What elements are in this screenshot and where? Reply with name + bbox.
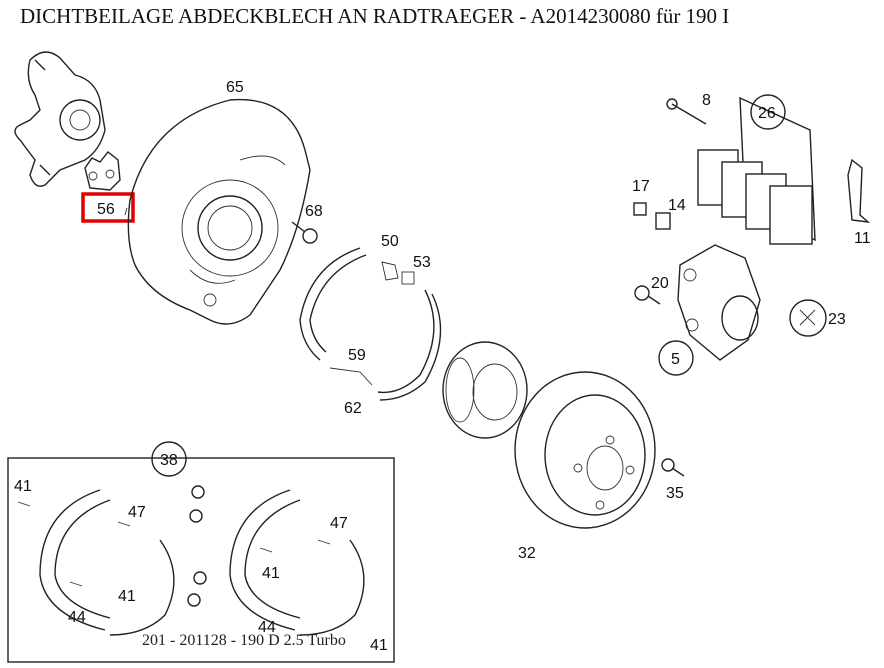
brake-pads-26[interactable] [697, 96, 816, 245]
label-8[interactable]: 8 [702, 92, 711, 109]
label-41-b[interactable]: 41 [118, 588, 136, 605]
label-44-b[interactable]: 44 [258, 619, 276, 636]
label-14[interactable]: 14 [668, 197, 686, 214]
label-38[interactable]: 38 [160, 452, 178, 469]
label-47-a[interactable]: 47 [128, 504, 146, 521]
label-47-b[interactable]: 47 [330, 515, 348, 532]
inset-shoes[interactable] [17, 485, 365, 636]
label-65[interactable]: 65 [226, 79, 244, 96]
gasket-part-56[interactable] [84, 151, 128, 216]
label-41-d[interactable]: 41 [370, 637, 388, 654]
brake-shoes-center[interactable] [299, 247, 442, 401]
bolt-35[interactable] [661, 458, 685, 477]
label-41-c[interactable]: 41 [262, 565, 280, 582]
label-20[interactable]: 20 [651, 275, 669, 292]
page-title: DICHTBEILAGE ABDECKBLECH AN RADTRAEGER -… [20, 4, 730, 28]
brake-disc-32[interactable] [514, 371, 656, 529]
label-53[interactable]: 53 [413, 254, 431, 271]
label-68[interactable]: 68 [305, 203, 323, 220]
bolt-68[interactable] [291, 221, 318, 244]
label-23[interactable]: 23 [828, 311, 846, 328]
wheel-carrier-drawing [14, 51, 106, 187]
bolt-8[interactable] [666, 98, 707, 125]
label-17[interactable]: 17 [632, 178, 650, 195]
cover-plate-65[interactable] [127, 98, 311, 325]
label-44-a[interactable]: 44 [68, 609, 86, 626]
wheel-hub[interactable] [442, 341, 528, 439]
label-35[interactable]: 35 [666, 485, 684, 502]
label-56[interactable]: 56 [97, 201, 115, 218]
label-62[interactable]: 62 [344, 400, 362, 417]
footer-model: 201 - 201128 - 190 D 2.5 Turbo [142, 632, 346, 649]
label-50[interactable]: 50 [381, 233, 399, 250]
label-32[interactable]: 32 [518, 545, 536, 562]
label-26[interactable]: 26 [758, 105, 776, 122]
caliper-5[interactable] [677, 244, 761, 361]
highlight-box-56[interactable] [81, 192, 135, 223]
clip-11[interactable] [847, 158, 871, 223]
spring-23[interactable] [789, 299, 827, 337]
label-59[interactable]: 59 [348, 347, 366, 364]
label-11[interactable]: 11 [854, 230, 871, 247]
label-5[interactable]: 5 [671, 351, 680, 368]
caps-17-14[interactable] [633, 202, 671, 230]
label-41-a[interactable]: 41 [14, 478, 32, 495]
bolt-20[interactable] [634, 285, 661, 305]
inset-box-38 [7, 457, 395, 663]
